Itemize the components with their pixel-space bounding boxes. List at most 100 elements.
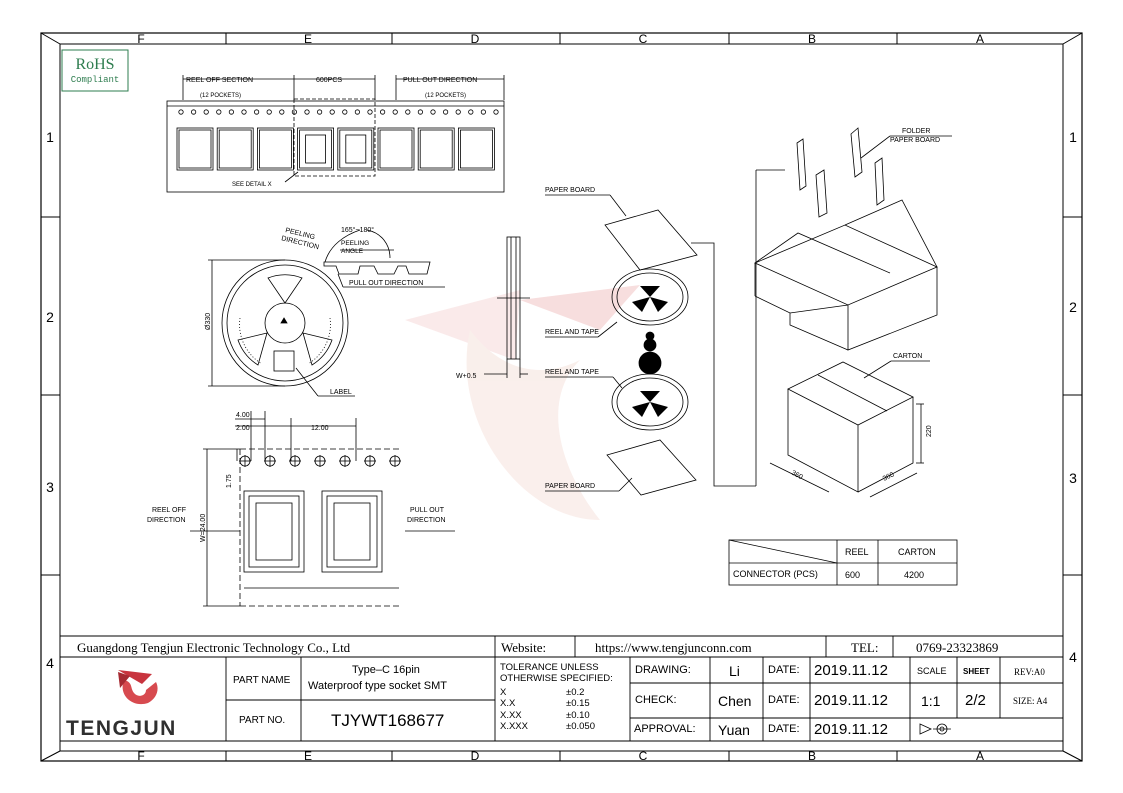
quantity-table — [728, 539, 958, 586]
pull-out-direction-label: PULL OUT DIRECTION — [403, 77, 477, 84]
tol-xxxx-label: X.XXX — [500, 721, 528, 732]
sprocket-hole — [342, 109, 348, 115]
part-no-label: PART NO. — [239, 715, 286, 726]
carton-dim-360a: 360 — [790, 470, 804, 482]
title-block-grid — [60, 635, 1063, 742]
sprocket-hole — [367, 109, 373, 115]
col-label-top: C — [639, 32, 648, 46]
dim-2-label: 2.00 — [236, 425, 250, 432]
angle-range-label: 165°~180° — [341, 226, 374, 234]
date-label-2: DATE: — [768, 694, 800, 706]
sprocket-hole — [304, 109, 310, 115]
date-value-2: 2019.11.12 — [814, 692, 888, 709]
drawing-by: Li — [729, 663, 740, 679]
check-by: Chen — [718, 693, 752, 709]
reel-off-section-label: REEL OFF SECTION — [186, 77, 253, 84]
col-label-top: B — [808, 32, 816, 46]
dim-12-label: 12.00 — [311, 425, 329, 432]
diameter-label: Ø330 — [205, 313, 212, 330]
tape-pocket — [417, 127, 455, 171]
connector-part — [305, 134, 327, 164]
packing-stack — [545, 169, 785, 496]
scale-value: 1:1 — [921, 693, 941, 709]
row-label-left: 4 — [46, 655, 54, 671]
approval-label: APPROVAL: — [634, 723, 696, 735]
reel-side-view — [484, 236, 530, 378]
tolerance-header-1: TOLERANCE UNLESS — [500, 662, 599, 673]
tol-xxx-label: X.XX — [500, 710, 522, 721]
folder-label: FOLDER — [902, 128, 930, 135]
col-label-top: F — [137, 32, 144, 46]
tape-pocket-inner — [419, 129, 453, 169]
tape-pocket — [337, 127, 375, 171]
tape-pocket — [377, 127, 415, 171]
tel-number: 0769-23323869 — [916, 640, 999, 655]
date-label-1: DATE: — [768, 664, 800, 676]
row-label-right: 4 — [1069, 649, 1077, 665]
row-label-right: 3 — [1069, 470, 1077, 486]
col-label-bottom: D — [471, 749, 480, 763]
connector-part — [345, 134, 367, 164]
tol-xxx-value: ±0.10 — [566, 710, 590, 721]
sprocket-hole — [254, 109, 260, 115]
row-label-right: 1 — [1069, 129, 1077, 145]
sprocket-hole — [480, 109, 486, 115]
dim-175-label: 1.75 — [226, 474, 233, 488]
carton-label: CARTON — [893, 353, 922, 360]
pull-out-direction-detail-label: PULL OUT — [410, 507, 445, 514]
col-label-top: D — [471, 32, 480, 46]
col-label-top: A — [976, 32, 984, 46]
rohs-title: RoHS — [75, 56, 114, 73]
detail-x-view — [190, 411, 455, 607]
tape-pocket-inner — [218, 129, 252, 169]
reel-width-label: W+0.5 — [456, 373, 477, 380]
part-name-line1: Type–C 16pin — [352, 664, 420, 676]
tol-xx-value: ±0.15 — [566, 698, 590, 709]
sprocket-hole — [241, 109, 247, 115]
sprocket-hole — [379, 109, 386, 115]
date-value-1: 2019.11.12 — [814, 662, 888, 679]
sprocket-hole — [468, 109, 474, 115]
row-label-left: 1 — [46, 129, 54, 145]
tape-strip-view — [166, 75, 505, 193]
reel-icon-glyphs — [632, 286, 668, 417]
col-label-bottom: C — [639, 749, 648, 763]
sprocket-hole — [191, 109, 197, 115]
reel-off-direction-label-2: DIRECTION — [147, 517, 186, 524]
col-label-top: E — [304, 32, 312, 46]
website-url[interactable]: https://www.tengjunconn.com — [595, 640, 752, 655]
drawing-label: DRAWING: — [635, 664, 691, 676]
tape-pocket — [256, 127, 294, 171]
sheet-label: SHEET — [963, 667, 990, 676]
sprocket-hole — [216, 109, 222, 115]
dim-4-label: 4.00 — [236, 412, 250, 419]
sprocket-hole — [405, 109, 411, 115]
qty-reel-value: 600 — [845, 570, 860, 580]
tape-pocket-inner — [459, 129, 493, 169]
logo-wordmark: TENGJUN — [66, 717, 177, 740]
tape-pocket — [176, 127, 214, 171]
col-label-bottom: A — [976, 749, 984, 763]
paper-board-bottom-label: PAPER BOARD — [545, 483, 595, 490]
tol-x-value: ±0.2 — [566, 687, 585, 698]
sprocket-hole — [228, 109, 234, 115]
reel-off-pockets-label: (12 POCKETS) — [200, 93, 241, 99]
sprocket-hole — [493, 109, 499, 115]
row-label-left: 3 — [46, 479, 54, 495]
tape-pocket-inner — [379, 129, 413, 169]
qty-header-reel: REEL — [845, 547, 869, 557]
carton-drawing — [754, 127, 952, 498]
carton-dim-360b: 360 — [882, 471, 896, 482]
sprocket-hole — [430, 109, 436, 115]
peeling-angle-label-2: ANGLE — [341, 248, 364, 255]
tolerance-header-2: OTHERWISE SPECIFIED: — [500, 673, 613, 684]
sprocket-hole — [354, 109, 360, 115]
frame-column-labels: F E D C B A F E D C B A — [137, 32, 984, 763]
detail-x-labels: 4.00 2.00 12.00 1.75 W=24.00 REEL OFF DI… — [147, 412, 446, 542]
tape-pocket-inner — [178, 129, 212, 169]
col-label-bottom: F — [137, 749, 144, 763]
rohs-badge: RoHS Compliant — [61, 49, 129, 92]
quantity-table-text: REEL CARTON CONNECTOR (PCS) 600 4200 — [733, 547, 936, 580]
tape-pocket-inner — [258, 129, 292, 169]
tol-xxxx-value: ±0.050 — [566, 721, 595, 732]
